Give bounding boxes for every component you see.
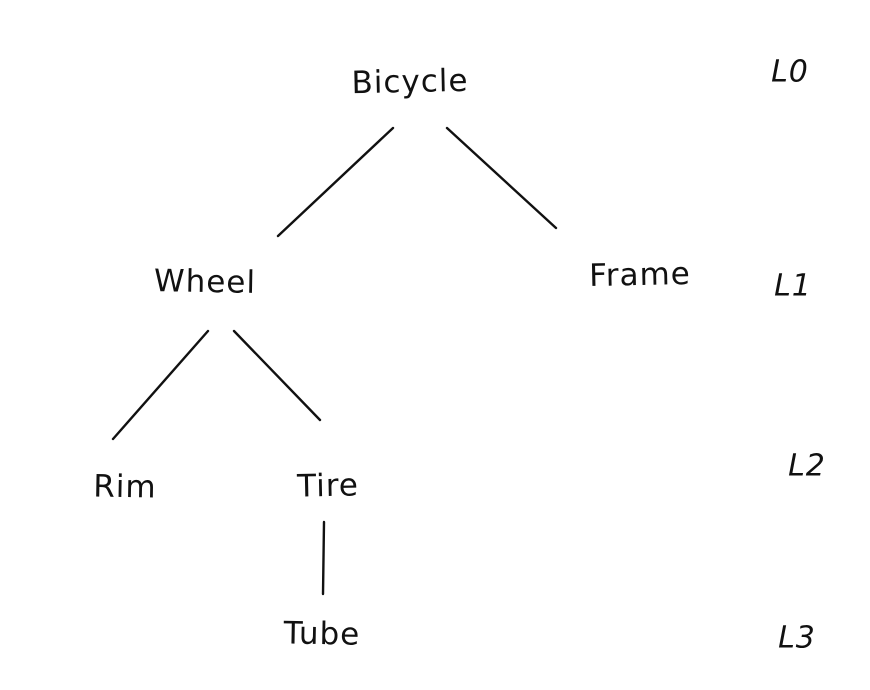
- edge-tire-tube: [321, 520, 326, 596]
- edge-bicycle-frame: [445, 126, 558, 230]
- level-label-l2: L2: [788, 448, 826, 484]
- level-label-l3: L3: [778, 620, 816, 656]
- level-label-l1: L1: [774, 268, 812, 304]
- node-bicycle: Bicycle: [351, 62, 469, 102]
- level-label-l0: L0: [771, 54, 809, 90]
- node-rim: Rim: [93, 468, 157, 506]
- edge-wheel-tire: [232, 329, 322, 422]
- edge-bicycle-wheel: [276, 126, 395, 238]
- node-tire: Tire: [296, 467, 360, 505]
- edge-wheel-rim: [111, 329, 210, 441]
- node-tube: Tube: [283, 615, 361, 653]
- node-frame: Frame: [588, 255, 692, 295]
- node-wheel: Wheel: [153, 263, 257, 301]
